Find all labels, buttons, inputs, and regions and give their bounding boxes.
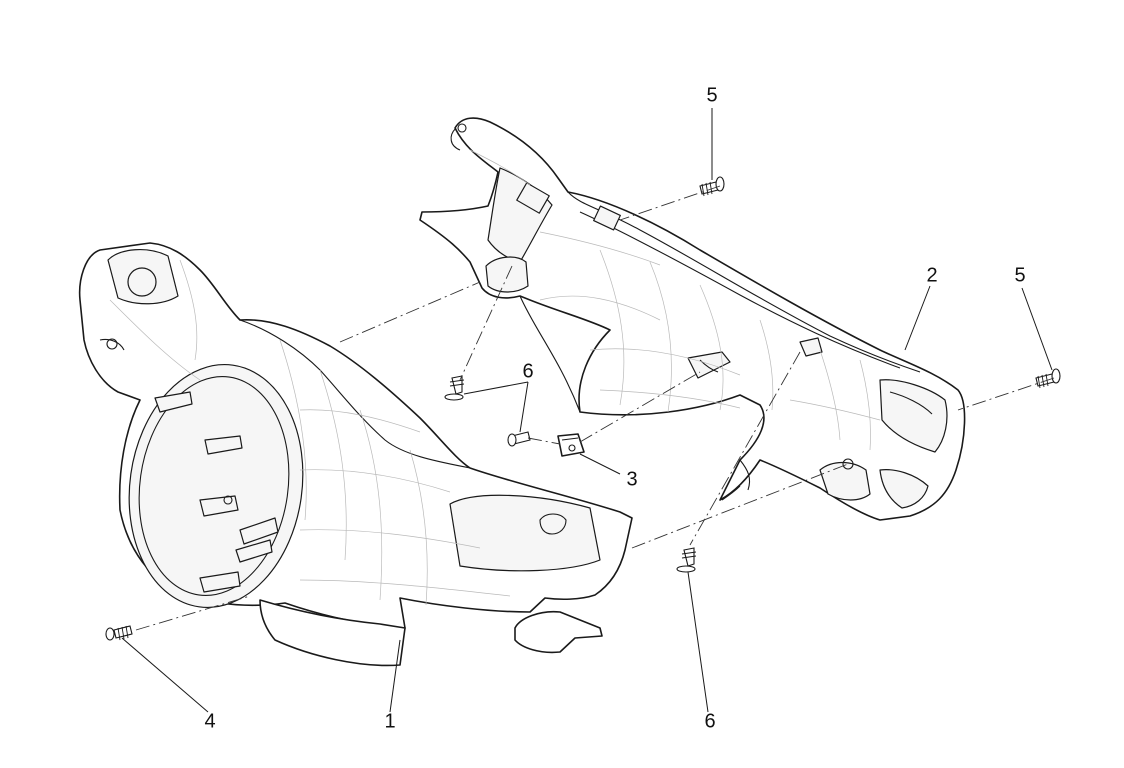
callout-5-right: 5 [1014,264,1025,286]
screw-5-top [699,176,725,197]
callout-4: 4 [204,710,215,732]
screw-4 [105,625,133,641]
callout-6-upper: 6 [522,360,533,382]
leader-lines [121,108,1053,713]
rear-cover-surface-mesh [469,149,881,451]
callout-5-top: 5 [706,84,717,106]
screw-6-middle [507,431,531,447]
assembly-axes [135,185,1055,631]
callout-6-lower: 6 [704,710,715,732]
screw-6-upper [444,375,465,401]
callout-3: 3 [626,468,637,490]
rear-handlebar-cover [419,117,966,521]
front-cover-surface-mesh [109,259,511,606]
callout-2: 2 [926,264,937,286]
callout-labels: 5 2 5 6 3 4 1 6 [204,84,1025,732]
screw-6-lower [676,547,697,573]
screw-5-right [1035,368,1061,389]
clip-nut [557,433,585,457]
callout-1: 1 [384,710,395,732]
front-handlebar-cover [78,242,633,667]
